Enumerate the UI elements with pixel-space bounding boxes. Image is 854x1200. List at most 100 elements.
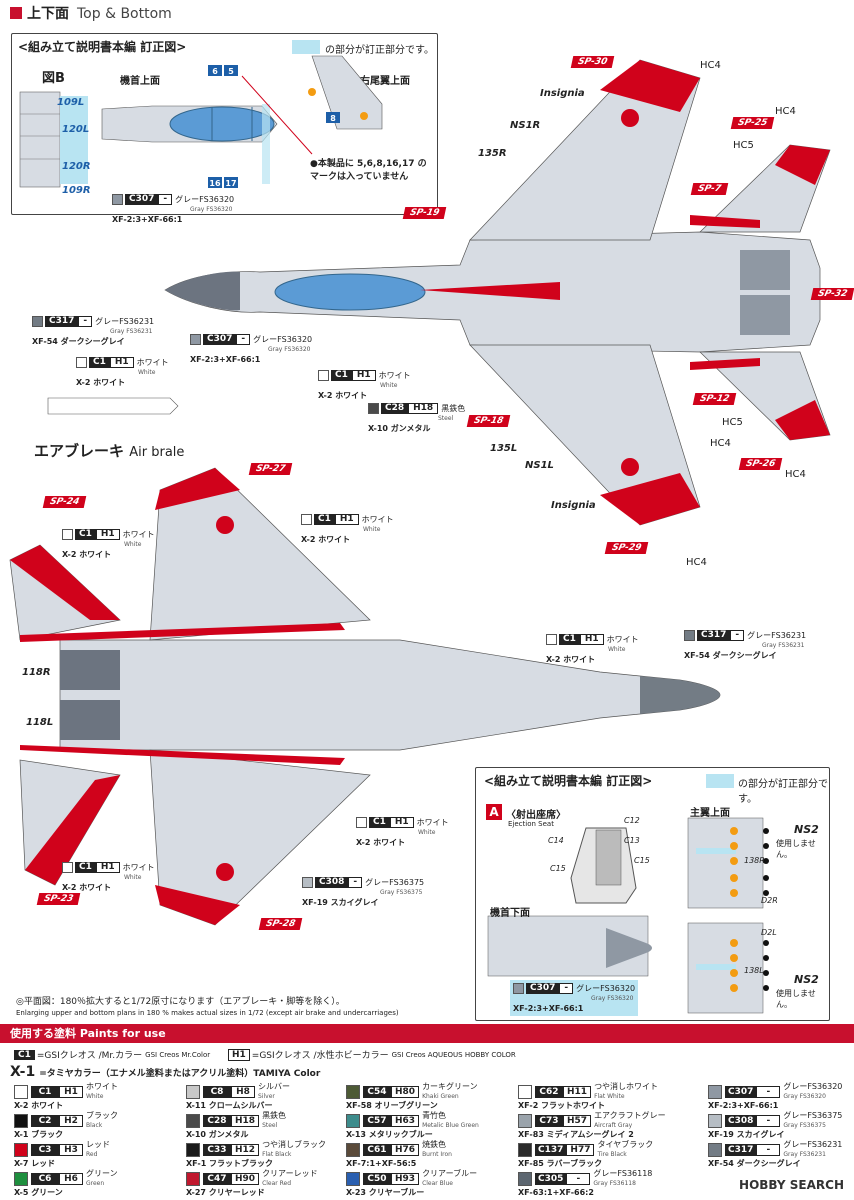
paint-tamiya: X-27 クリヤーレッド (186, 1188, 265, 1197)
paint-name-en: White (86, 1093, 104, 1100)
paint-name: シルバー (258, 1082, 290, 1091)
top-correction-box: <組み立て説明書本編 訂正図> の部分が訂正部分です。 図B 機首上面 右尾翼上… (11, 33, 438, 224)
callout-hc4-d: HC4 (785, 469, 806, 480)
svg-text:17: 17 (225, 179, 236, 188)
paint-name-en: Gray FS36118 (593, 1180, 636, 1187)
callout-sp27: SP-27 (248, 463, 293, 475)
paint-name: レッド (86, 1140, 110, 1149)
paint-tamiya: X-10 ガンメタル (186, 1130, 249, 1139)
paint-tamiya: XF-7:1+XF-56:5 (346, 1159, 417, 1168)
callout-hc4-a: HC4 (700, 60, 721, 71)
seat-drawing (487, 817, 769, 1014)
label-d2r: D2R (761, 896, 778, 905)
paint-name-en: Clear Blue (422, 1180, 453, 1187)
air-brake-title: エアブレーキ Air brale (34, 442, 185, 460)
paint-code-alt: H12 (231, 1143, 260, 1156)
paint-code-alt: H18 (231, 1114, 260, 1127)
paint-code: C2 (31, 1114, 59, 1127)
top-correction-paint: C307-グレーFS36320 Gray FS36320 XF-2:3+XF-6… (112, 194, 235, 224)
paint-code-alt: H76 (391, 1143, 420, 1156)
paint-name-en: Steel (262, 1122, 278, 1129)
paint-swatch (708, 1113, 722, 1128)
paint-tamiya: X-23 クリヤーブルー (346, 1188, 425, 1197)
callout-insignia-top: Insignia (540, 88, 585, 99)
paint-tamiya: X-1 ブラック (14, 1130, 64, 1139)
paint-name-en: Flat White (594, 1093, 625, 1100)
bottom-correction-box: <組み立て説明書本編 訂正図> の部分が訂正部分です。 A 〈射出座席〉 Eje… (475, 767, 830, 1021)
paint-swatch (708, 1142, 722, 1157)
paint-c307-top: C307-グレーFS36320 Gray FS36320 XF-2:3+XF-6… (190, 334, 313, 364)
label-d2l: D2L (761, 928, 777, 937)
paint-code-alt: H1 (59, 1085, 83, 1098)
paint-name-en: Clear Red (262, 1180, 292, 1187)
paint-code-alt: H2 (59, 1114, 83, 1127)
paint-name-en: Red (86, 1151, 98, 1158)
callout-sp23: SP-23 (36, 893, 81, 905)
paint-swatch (186, 1142, 200, 1157)
paint-code: C6 (31, 1172, 59, 1185)
paint-code: C317 (725, 1143, 757, 1156)
callout-sp7: SP-7 (690, 183, 729, 195)
paint-name: 焼鉄色 (422, 1140, 447, 1149)
title-marker (10, 7, 22, 19)
paint-tamiya: XF-54 ダークシーグレイ (708, 1159, 801, 1168)
paint-code: C8 (203, 1085, 231, 1098)
ejection-seat-jp: 〈射出座席〉 (506, 810, 566, 821)
seat-part-c12: C12 (624, 816, 640, 825)
section-a-marker: A (486, 804, 502, 820)
watermark: HOBBY SEARCH (739, 1178, 844, 1192)
paint-code: C307 (725, 1085, 757, 1098)
callout-hc4-c: HC4 (710, 438, 731, 449)
label-138l: 138L (744, 966, 764, 975)
paint-name: グレーFS36118 (593, 1169, 653, 1178)
callout-hc4-b: HC4 (775, 106, 796, 117)
callout-sp30: SP-30 (570, 56, 615, 68)
paint-swatch (14, 1113, 28, 1128)
part-label-120r: 120R (62, 161, 91, 172)
callout-hc4-e: HC4 (686, 557, 707, 568)
paint-name: カーキグリーン (422, 1082, 478, 1091)
paint-code-alt: H11 (563, 1085, 592, 1098)
paint-tamiya: X-11 クロームシルバー (186, 1101, 273, 1110)
unused-b: 使用しません。 (776, 989, 816, 1009)
paint-name: つや消しブラック (262, 1140, 327, 1149)
paint-name-en: Khaki Green (422, 1093, 459, 1100)
paint-code-alt: H63 (391, 1114, 420, 1127)
callout-sp12: SP-12 (692, 393, 737, 405)
paint-code-alt: H6 (59, 1172, 83, 1185)
paint-code-alt: H90 (231, 1172, 260, 1185)
paint-code: C1 (31, 1085, 59, 1098)
paint-c308-bottom: C308-グレーFS36375 Gray FS36375 XF-19 スカイグレ… (302, 877, 425, 907)
paint-name-en: Green (86, 1180, 105, 1187)
paint-code-alt: - (756, 1143, 781, 1156)
paint-swatch (186, 1113, 200, 1128)
nose-bottom-label: 機首下面 (490, 908, 530, 919)
bottom-correction-paint: C307-グレーFS36320 Gray FS36320 XF-2:3+XF-6… (510, 980, 639, 1016)
paint-code: C305 (535, 1172, 567, 1185)
paint-code: C47 (203, 1172, 231, 1185)
callout-sp25: SP-25 (730, 117, 775, 129)
paint-code: C308 (725, 1114, 757, 1127)
paint-name-en: Tire Black (597, 1151, 627, 1158)
paints-bar: 使用する塗料 Paints for use (0, 1024, 854, 1043)
paint-name-en: Gray FS36320 (783, 1093, 826, 1100)
paint-swatch (14, 1171, 28, 1186)
paint-name: グレーFS36320 (783, 1082, 843, 1091)
paint-tamiya: XF-19 スカイグレイ (708, 1130, 785, 1139)
paint-tamiya: XF-2 フラットホワイト (518, 1101, 606, 1110)
paint-name-en: Black (86, 1122, 103, 1129)
paint-name: エアクラフトグレー (594, 1111, 666, 1120)
callout-ns1l: NS1L (525, 460, 554, 471)
paint-swatch (518, 1142, 532, 1157)
